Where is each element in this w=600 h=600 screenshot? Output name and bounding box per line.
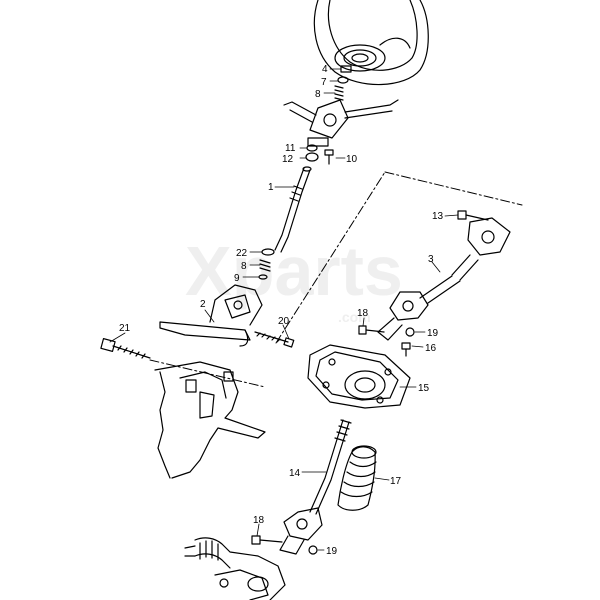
- bolt-20: [254, 331, 295, 348]
- firewall-panel: [154, 361, 266, 479]
- leader-lines: [109, 68, 459, 551]
- callout-4: 4: [322, 64, 328, 75]
- callout-17: 17: [390, 476, 402, 487]
- callout-15: 15: [418, 383, 430, 394]
- watermark-suffix: .com: [338, 309, 371, 325]
- callout-9: 9: [234, 273, 240, 284]
- bolt-18-lower: [251, 535, 283, 545]
- callout-8-bottom: 8: [241, 261, 247, 272]
- nut-16: [401, 342, 411, 357]
- callout-10: 10: [346, 154, 358, 165]
- bolt-18-upper: [358, 325, 385, 335]
- callout-20: 20: [278, 316, 290, 327]
- cover-plate-15: [307, 344, 411, 409]
- callout-3: 3: [428, 254, 434, 265]
- callout-2: 2: [200, 299, 206, 310]
- combination-switch: [283, 99, 399, 147]
- callout-16: 16: [425, 343, 437, 354]
- callout-12: 12: [282, 154, 294, 165]
- callout-18-upper: 18: [357, 308, 369, 319]
- lower-universal-joint: [279, 507, 323, 555]
- washer-7: [337, 76, 349, 84]
- spring-8-top: [334, 85, 344, 101]
- nut-19-upper: [405, 327, 415, 337]
- steering-rack: [184, 537, 286, 600]
- intermediate-shaft-3: [377, 217, 511, 341]
- callout-22: 22: [236, 248, 248, 259]
- bolt-21: [100, 338, 151, 359]
- reference-lines: [149, 171, 523, 388]
- callout-7: 7: [321, 77, 327, 88]
- nut-19-lower: [308, 545, 318, 555]
- bracket-2: [159, 284, 263, 347]
- bolt-10: [324, 149, 334, 165]
- spring-8-bottom: [259, 259, 271, 272]
- bolt-13: [457, 210, 489, 221]
- callout-18-lower: 18: [253, 515, 265, 526]
- callout-labels: 4 7 8 11 12 10 1 22 8 9 2 21 20 13 3 18 …: [119, 64, 444, 557]
- callout-21: 21: [119, 323, 131, 334]
- callout-8-top: 8: [315, 89, 321, 100]
- lower-shaft-14: [309, 419, 352, 515]
- callout-11: 11: [285, 143, 296, 154]
- steering-wheel: [313, 0, 429, 86]
- callout-1: 1: [268, 182, 274, 193]
- rubber-boot-17: [337, 445, 377, 511]
- steering-column-1: [274, 166, 312, 253]
- callout-19-upper: 19: [427, 328, 439, 339]
- callout-19-lower: 19: [326, 546, 338, 557]
- callout-14: 14: [289, 468, 301, 479]
- watermark: Xparts: [185, 232, 403, 310]
- callout-13: 13: [432, 211, 444, 222]
- ring-12: [305, 152, 319, 162]
